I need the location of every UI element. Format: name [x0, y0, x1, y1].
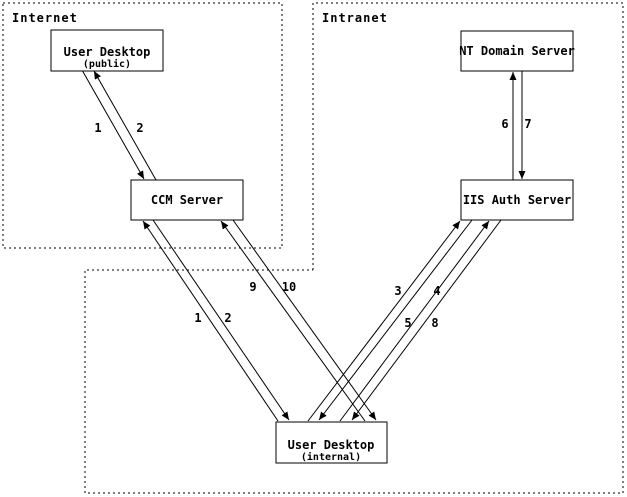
flow-label-8: 8: [431, 316, 438, 330]
flow-label-3: 3: [394, 284, 401, 298]
user-desktop-public-subtitle: (public): [83, 58, 131, 70]
nt-domain-server-title: NT Domain Server: [459, 44, 575, 58]
flow-label-1-public: 1: [94, 121, 101, 135]
iis-auth-server-title: IIS Auth Server: [463, 193, 571, 207]
flow-8-iis-to-internal-desktop-line: [351, 219, 502, 421]
flow-labels: 1 2 1 2 9 10 3 4 5 8 6 7: [94, 117, 531, 330]
user-desktop-internal-box: [275, 421, 388, 464]
flow-label-2-public: 2: [136, 121, 143, 135]
flow-label-6: 6: [501, 117, 508, 131]
flow-label-9: 9: [249, 280, 256, 294]
nt-domain-server-box: [460, 30, 574, 72]
ccm-server-node: CCM Server: [130, 179, 244, 221]
ccm-server-title: CCM Server: [151, 193, 223, 207]
user-desktop-internal-title: User Desktop: [288, 438, 375, 452]
flow-label-2-internal: 2: [224, 311, 231, 325]
iis-auth-server-node: IIS Auth Server: [460, 179, 574, 221]
intranet-zone-border: [84, 2, 624, 494]
nt-domain-server-node: NT Domain Server: [459, 30, 575, 72]
user-desktop-internal-subtitle: (internal): [301, 451, 361, 463]
internet-zone-label: Internet: [12, 11, 78, 25]
flow-label-10: 10: [282, 280, 296, 294]
flow-10-ccm-to-internal-desktop-line: [232, 219, 377, 421]
ccm-server-box: [130, 179, 244, 221]
flow-9-internal-desktop-to-ccm-line: [220, 220, 366, 422]
flow-lines: [81, 69, 526, 422]
flow-3-internal-desktop-to-iis-line: [307, 220, 461, 422]
user-desktop-internal-node: User Desktop (internal): [275, 421, 388, 464]
flow-label-7: 7: [524, 117, 531, 131]
flow-2-ccm-to-public-desktop-line: [93, 70, 157, 181]
flow-label-5: 5: [404, 316, 411, 330]
user-desktop-public-node: User Desktop (public): [50, 29, 164, 72]
user-desktop-public-box: [50, 29, 164, 72]
flow-2-ccm-to-internal-desktop-line: [152, 219, 290, 421]
internet-zone-border: [2, 2, 283, 249]
flow-5-internal-desktop-to-iis-line: [339, 220, 490, 422]
intranet-zone-label: Intranet: [322, 11, 388, 25]
iis-auth-server-box: [460, 179, 574, 221]
user-desktop-public-title: User Desktop: [64, 45, 151, 59]
flow-1-public-desktop-to-ccm-line: [81, 69, 145, 180]
flow-1-internal-desktop-to-ccm-line: [142, 220, 279, 422]
flow-label-4: 4: [433, 284, 440, 298]
flow-4-iis-to-internal-desktop-line: [318, 219, 473, 421]
flow-label-1-internal: 1: [194, 311, 201, 325]
